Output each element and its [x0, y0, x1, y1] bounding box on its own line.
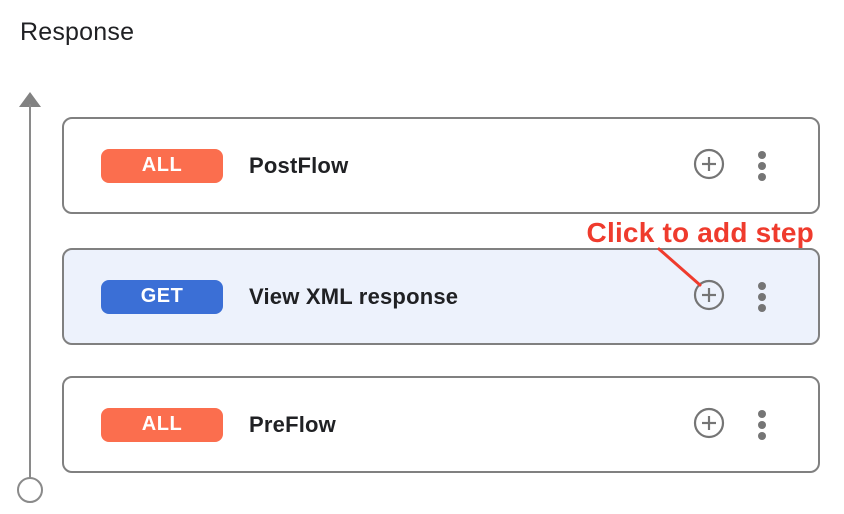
more-options-button[interactable]: [758, 409, 766, 440]
add-step-button[interactable]: [693, 407, 725, 442]
flow-name: View XML response: [249, 283, 459, 309]
flow-name: PreFlow: [249, 411, 336, 437]
timeline-arrow-up-icon: [19, 92, 41, 107]
flow-name: PostFlow: [249, 152, 349, 178]
ellipsis-vertical-icon: [758, 409, 766, 418]
ellipsis-vertical-icon: [758, 281, 766, 290]
flow-card-preflow[interactable]: ALL PreFlow: [62, 376, 820, 473]
plus-circle-icon: [693, 407, 725, 442]
plus-circle-icon: [693, 148, 725, 183]
card-actions: [693, 279, 766, 314]
method-badge: ALL: [101, 407, 223, 442]
card-actions: [693, 148, 766, 183]
page-title: Response: [20, 18, 135, 46]
annotation-click-to-add-step: Click to add step: [586, 217, 814, 248]
more-options-button[interactable]: [758, 150, 766, 181]
timeline-line: [29, 104, 31, 478]
flow-card-view-xml-response[interactable]: GET View XML response: [62, 248, 820, 345]
method-badge: GET: [101, 279, 223, 314]
add-step-button[interactable]: [693, 279, 725, 314]
timeline-end-circle-icon: [17, 477, 43, 503]
method-badge: ALL: [101, 148, 223, 183]
flow-card-postflow[interactable]: ALL PostFlow: [62, 117, 820, 214]
plus-circle-icon: [693, 279, 725, 314]
more-options-button[interactable]: [758, 281, 766, 312]
ellipsis-vertical-icon: [758, 150, 766, 159]
card-actions: [693, 407, 766, 442]
add-step-button[interactable]: [693, 148, 725, 183]
